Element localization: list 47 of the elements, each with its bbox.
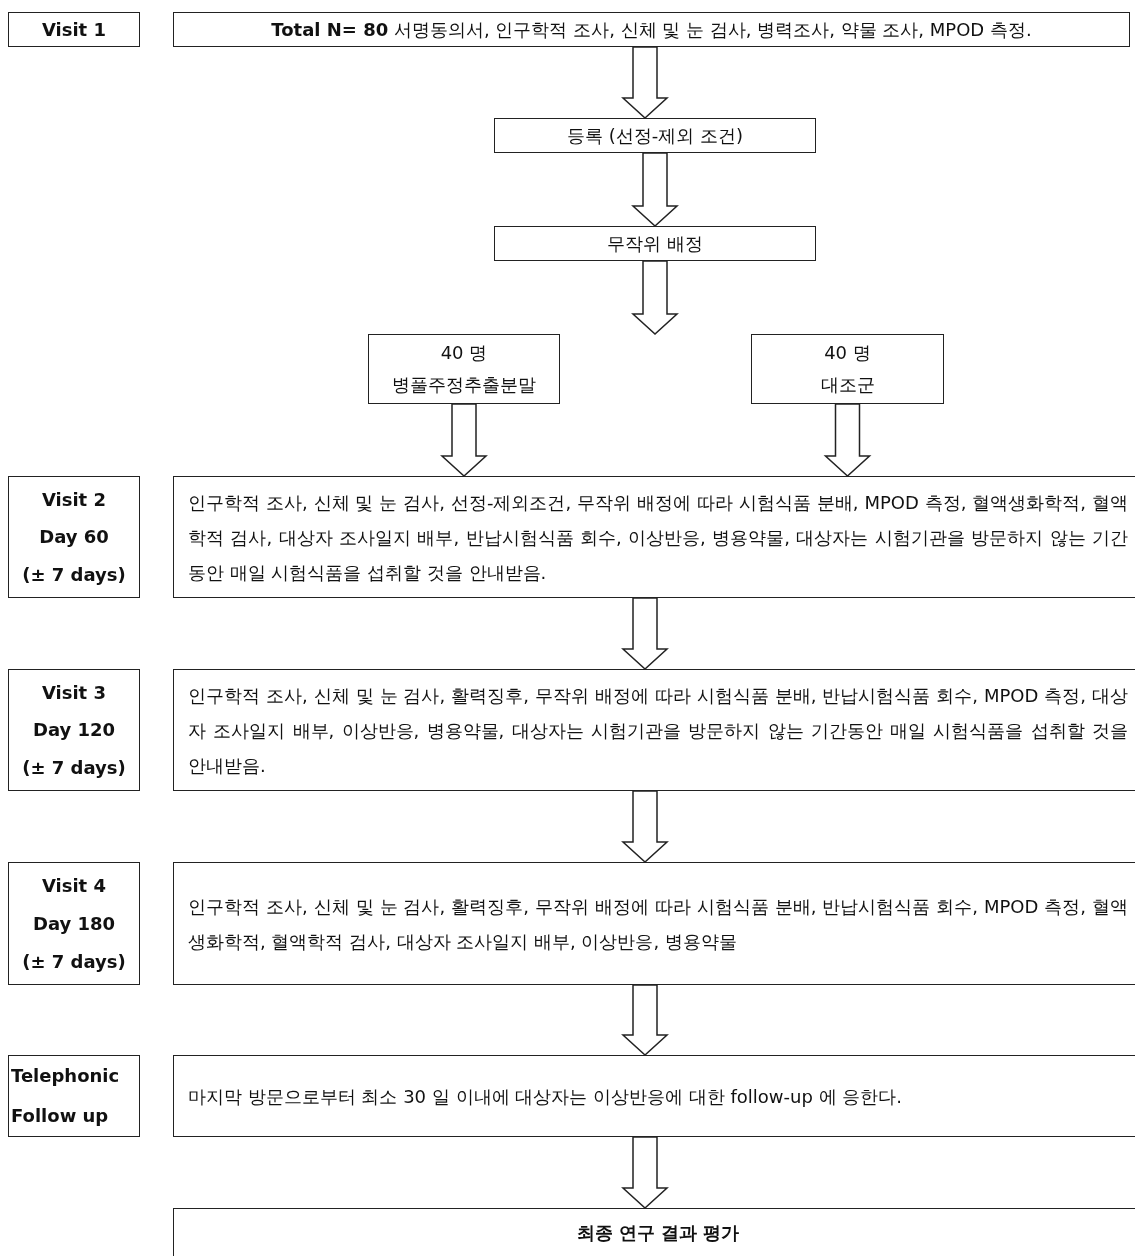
visit-label-box bbox=[8, 1055, 140, 1137]
block-arrow bbox=[823, 403, 872, 477]
step-text: 인구학적 조사, 신체 및 눈 검사, 활력징후, 무작위 배정에 따라 시험식품 분배, 반납시험식품 회수, MPOD 측정, 대상자 조사일지 배부, 이상반응, 병용약물, 대상자는 시험기관을 방문하지 않는 기간동안 매일 시험식품을 섭취할 것을 안내받음. bbox=[188, 683, 1128, 778]
visit-label: Telephonic Follow up bbox=[11, 1064, 121, 1128]
visit-label: (± 7 days) bbox=[22, 563, 126, 585]
step-text: Total N= 80 서명동의서, 인구학적 조사, 신체 및 눈 검사, 병력조사, 약물 조사, MPOD 측정. bbox=[271, 17, 1032, 42]
step-text: 최종 연구 결과 평가 bbox=[576, 1221, 740, 1245]
step-text: 병풀주정추출분말 bbox=[392, 373, 536, 397]
step-text: 무작위 배정 bbox=[607, 231, 703, 256]
visit-label: (± 7 days) bbox=[22, 756, 126, 778]
block-arrow bbox=[621, 46, 669, 119]
step-box bbox=[173, 669, 1135, 791]
visit-label-box bbox=[8, 476, 140, 598]
step-text: 인구학적 조사, 신체 및 눈 검사, 활력징후, 무작위 배정에 따라 시험식품 분배, 반납시험식품 회수, MPOD 측정, 혈액생화학적, 혈액학적 검사, 대상자 조사일지 배부, 이상반응, 병용약물 bbox=[188, 894, 1128, 954]
step-text: 마지막 방문으로부터 최소 30 일 이내에 대상자는 이상반응에 대한 follow-up 에 응한다. bbox=[188, 1084, 903, 1109]
step-box bbox=[173, 12, 1130, 47]
block-arrow bbox=[621, 1136, 669, 1209]
step-box bbox=[173, 1208, 1135, 1256]
visit-label: Day 120 bbox=[32, 719, 116, 741]
visit-label-box bbox=[8, 669, 140, 791]
step-text: 대조군 bbox=[820, 373, 875, 397]
step-box bbox=[751, 334, 944, 404]
visit-label: (± 7 days) bbox=[22, 950, 126, 972]
visit-label: Visit 2 bbox=[41, 489, 107, 511]
step-text: 40 명 bbox=[824, 341, 871, 365]
step-box bbox=[173, 862, 1135, 985]
block-arrow bbox=[631, 152, 679, 227]
step-box bbox=[368, 334, 560, 404]
step-text: 인구학적 조사, 신체 및 눈 검사, 선정-제외조건, 무작위 배정에 따라 시험식품 분배, MPOD 측정, 혈액생화학적, 혈액학적 검사, 대상자 조사일지 배부, 반납시험식품 회수, 이상반응, 병용약물, 대상자는 시험기관을 방문하지 않는 기간동안 매일 시험식품을 섭취할 것을 안내받음. bbox=[188, 490, 1128, 585]
step-text: 40 명 bbox=[440, 341, 488, 365]
block-arrow bbox=[440, 403, 488, 477]
visit-label-box bbox=[8, 12, 140, 47]
step-box bbox=[173, 1055, 1135, 1137]
block-arrow bbox=[621, 597, 669, 670]
step-text: 등록 (선정-제외 조건) bbox=[567, 123, 743, 148]
block-arrow bbox=[631, 260, 679, 335]
visit-label-box bbox=[8, 862, 140, 985]
block-arrow bbox=[621, 984, 669, 1056]
step-box bbox=[494, 118, 816, 153]
visit-label: Visit 1 bbox=[41, 19, 107, 40]
visit-label: Visit 4 bbox=[41, 875, 107, 897]
visit-label: Visit 3 bbox=[41, 682, 107, 704]
visit-label: Day 180 bbox=[32, 913, 116, 934]
visit-label: Day 60 bbox=[39, 526, 109, 548]
block-arrow bbox=[621, 790, 669, 863]
step-box bbox=[494, 226, 816, 261]
step-box bbox=[173, 476, 1135, 598]
